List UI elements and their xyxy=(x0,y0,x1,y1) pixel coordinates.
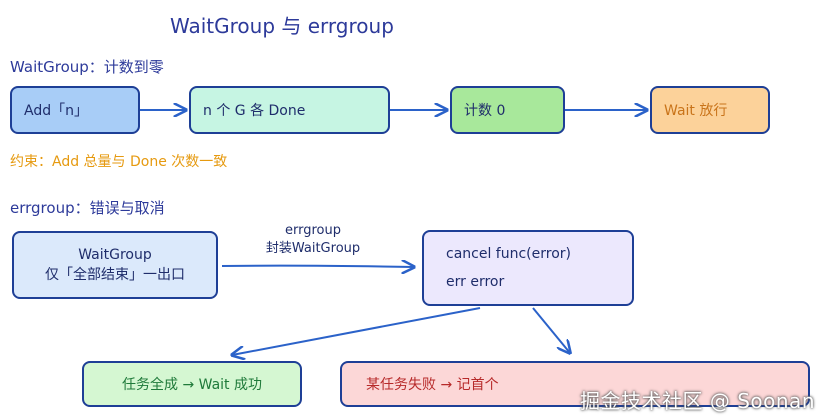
errgroup-box: cancel func(error) err error xyxy=(422,230,634,306)
failure-box: 某任务失败 → 记首个 xyxy=(340,361,810,407)
count-zero-box: 计数 0 xyxy=(450,86,565,134)
watermark: 掘金技术社区 @ Soonan xyxy=(580,389,815,413)
add-n-label: Add「n」 xyxy=(24,103,88,119)
count-zero-label: 计数 0 xyxy=(464,103,506,119)
success-label: 任务全成 → Wait 成功 xyxy=(122,377,262,393)
err-field: err error xyxy=(446,274,505,290)
diagram-title: WaitGroup 与 errgroup xyxy=(170,14,394,38)
waitgroup-box-line1: WaitGroup xyxy=(78,247,152,263)
encapsulation-label-line2: 封装WaitGroup xyxy=(265,241,361,256)
cancel-func-field: cancel func(error) xyxy=(446,246,571,262)
wait-release-box: Wait 放行 xyxy=(650,86,770,134)
arrow-errgroup-to-fail xyxy=(532,307,570,353)
success-box: 任务全成 → Wait 成功 xyxy=(82,361,302,407)
constraint-note: 约束：Add 总量与 Done 次数一致 xyxy=(10,154,228,170)
add-n-box: Add「n」 xyxy=(10,86,140,134)
errgroup-heading: errgroup：错误与取消 xyxy=(10,199,165,217)
arrow-waitgroup-to-errgroup xyxy=(221,266,414,267)
waitgroup-box: WaitGroup 仅「全部结束」一出口 xyxy=(12,231,218,299)
encapsulation-label: errgroup 封装WaitGroup xyxy=(248,222,378,258)
done-label: n 个 G 各 Done xyxy=(203,103,306,119)
waitgroup-heading: WaitGroup：计数到零 xyxy=(10,58,164,76)
encapsulation-label-line1: errgroup xyxy=(285,223,341,238)
failure-label: 某任务失败 → 记首个 xyxy=(366,377,499,393)
arrow-errgroup-to-success xyxy=(232,307,481,355)
wait-release-label: Wait 放行 xyxy=(664,103,728,119)
waitgroup-box-line2: 仅「全部结束」一出口 xyxy=(45,267,185,283)
done-box: n 个 G 各 Done xyxy=(189,86,390,134)
